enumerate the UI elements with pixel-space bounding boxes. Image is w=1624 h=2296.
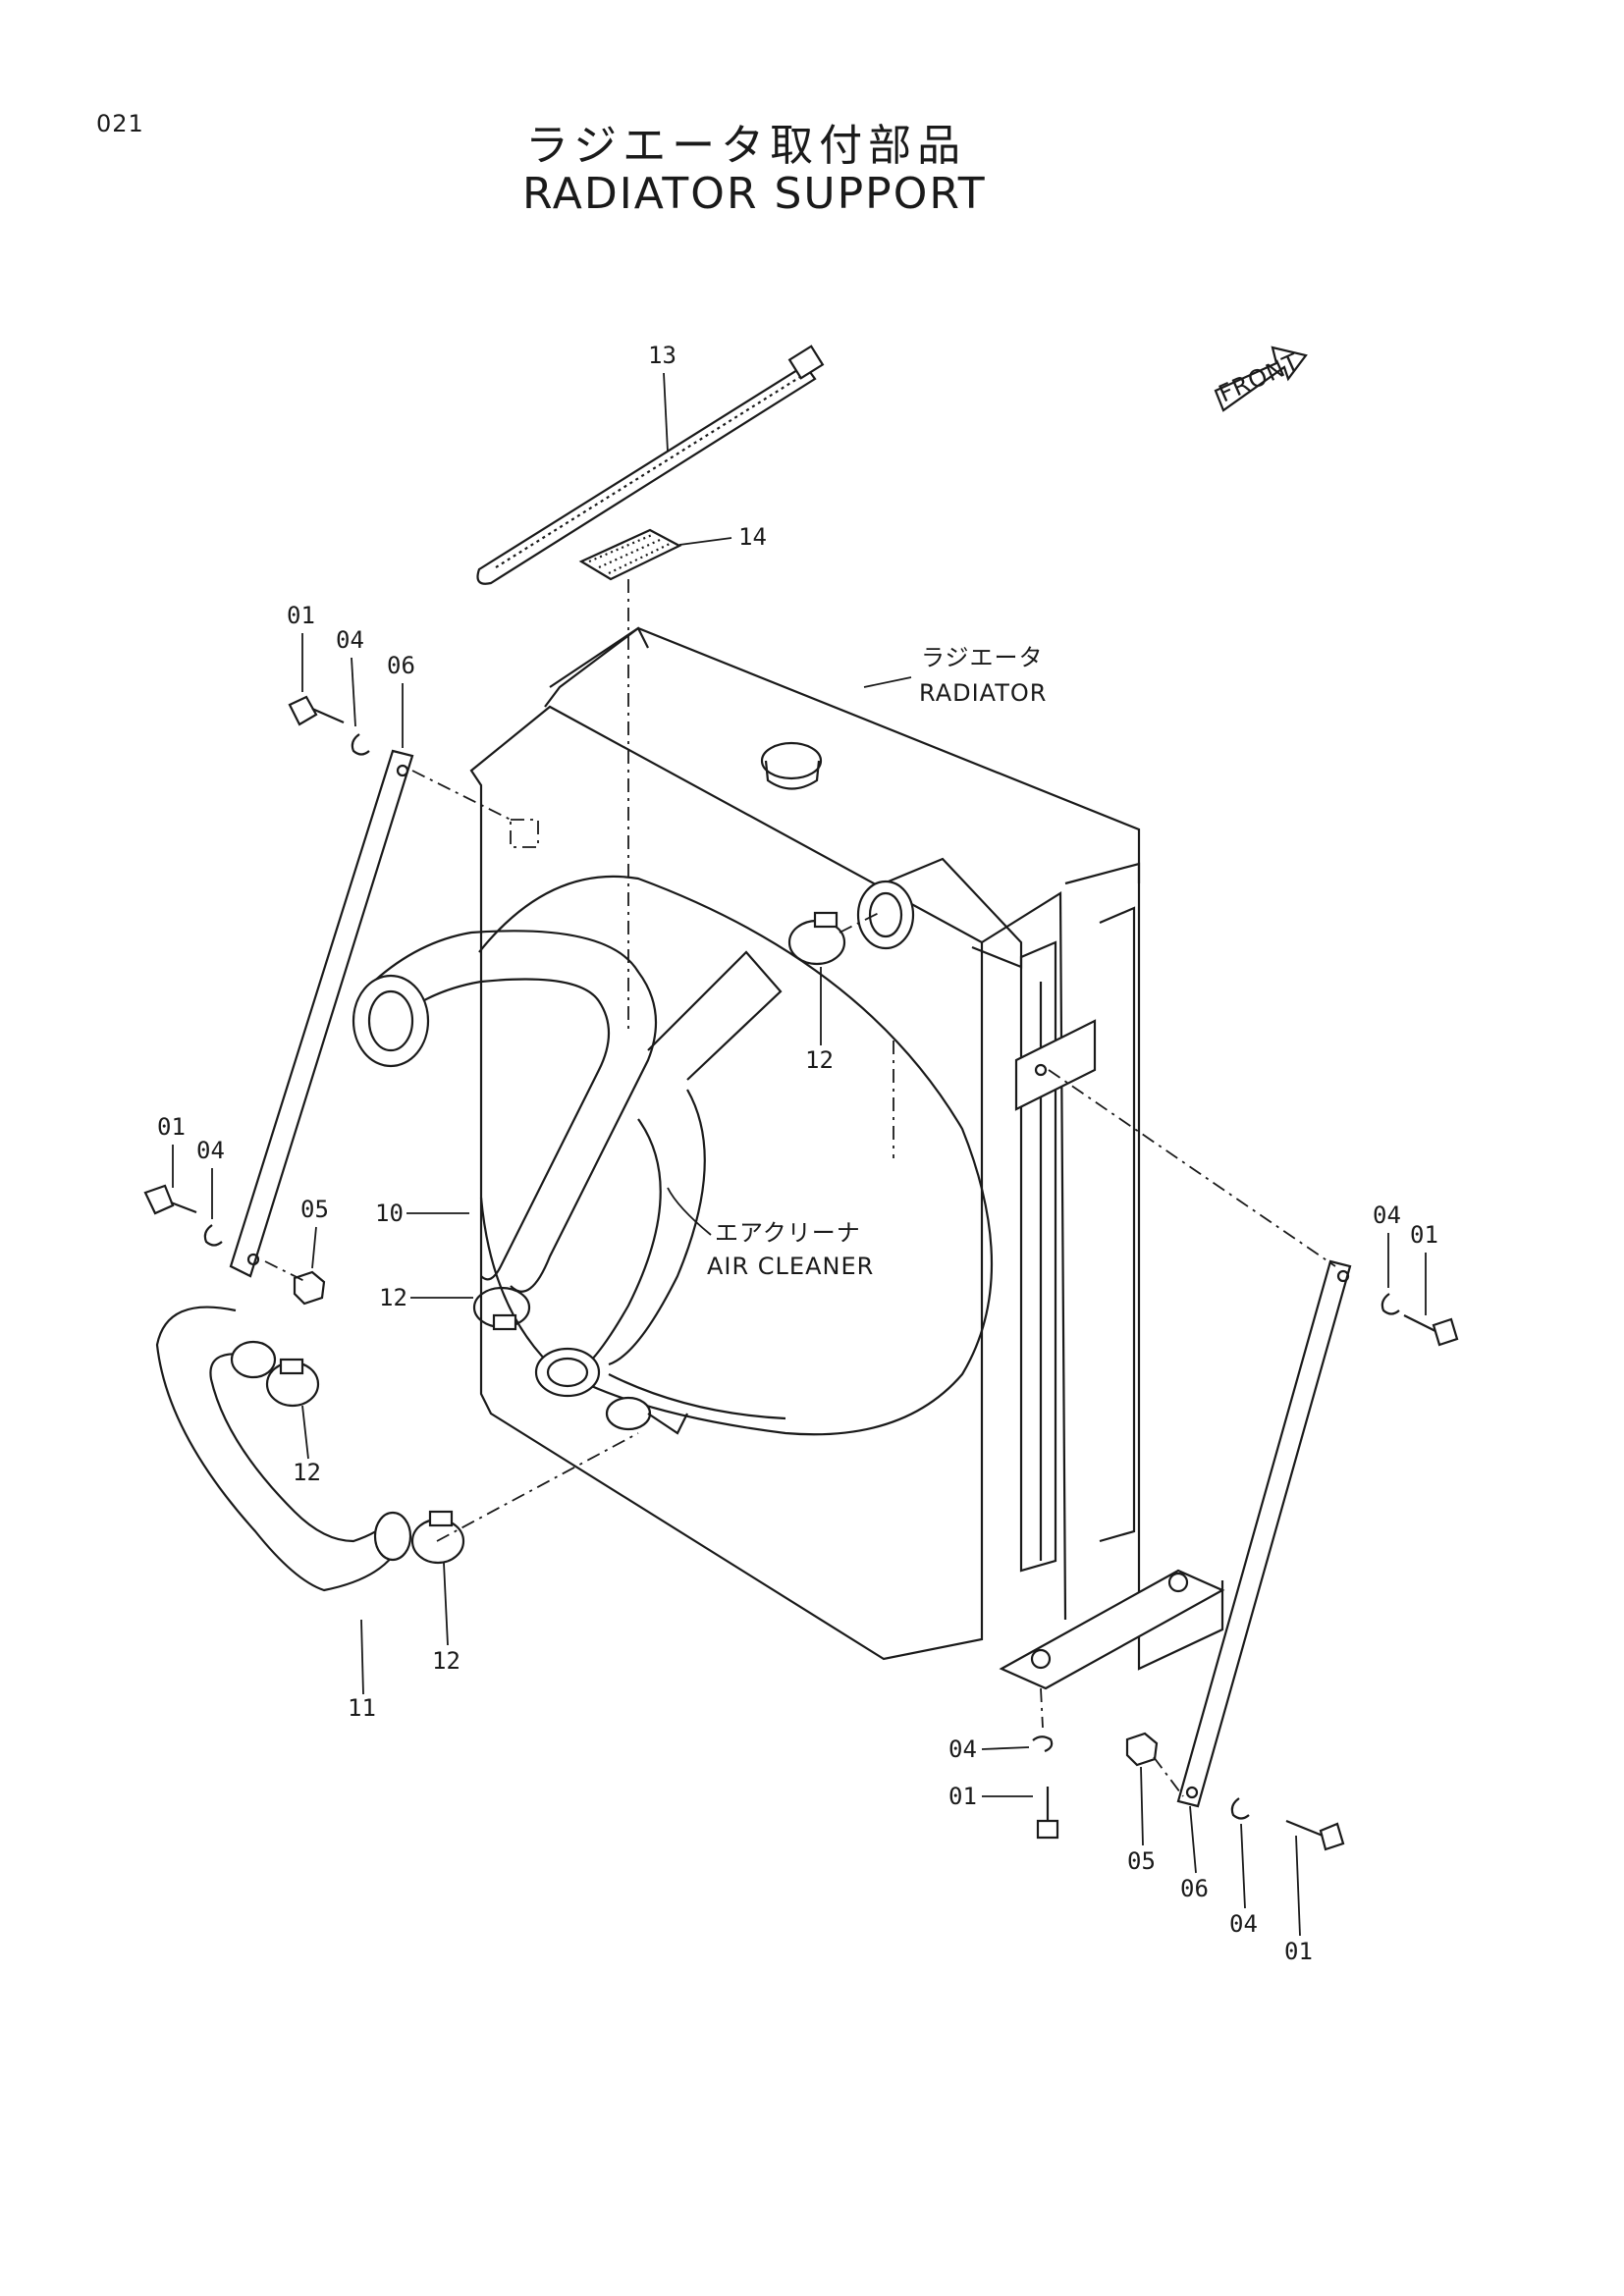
callout-01-br: 01 (1284, 1938, 1313, 1965)
front-label: FRONT (1215, 348, 1304, 408)
callout-12-mid: 12 (293, 1459, 321, 1486)
callout-label: 14 (738, 523, 767, 551)
right-support-stay (1176, 1259, 1352, 1808)
callout-01-right: 01 (1410, 1221, 1438, 1249)
washer-icon (203, 733, 1400, 1820)
callout-04-bottom: 04 (948, 1735, 977, 1763)
callout-12-lower: 12 (432, 1647, 460, 1675)
front-arrow-icon: FRONT (1214, 346, 1308, 412)
callout-05-bottom: 05 (1127, 1847, 1156, 1875)
callout-01-mid: 01 (157, 1113, 186, 1141)
left-support-stay (229, 749, 414, 1278)
title-english: RADIATOR SUPPORT (522, 169, 987, 219)
callout-12-left: 12 (379, 1284, 407, 1311)
foam-pad (578, 528, 682, 581)
radiator-label-jp: ラジエータ (921, 644, 1044, 671)
callout-04-top: 04 (336, 626, 364, 654)
callout-11: 11 (348, 1694, 376, 1722)
cable-tie (476, 345, 825, 585)
callout-12-upper: 12 (805, 1046, 834, 1074)
callout-06-top: 06 (387, 652, 415, 679)
lower-hose (155, 1306, 412, 1592)
air-cleaner-hose (352, 930, 783, 1398)
callout-01-bottom: 01 (948, 1783, 977, 1810)
callout-06-bottom: 06 (1180, 1875, 1209, 1902)
hose-clamp (265, 911, 846, 1565)
assembly-lines (264, 579, 1336, 1797)
callout-13: 13 (648, 342, 677, 453)
callout-label: 13 (648, 342, 677, 369)
nut-icon (293, 1270, 1159, 1767)
callout-14: 14 (678, 523, 767, 551)
callout-04-br: 04 (1229, 1910, 1258, 1938)
callout-10: 10 (375, 1200, 404, 1227)
radiator-label-en: RADIATOR (919, 679, 1047, 707)
air-cleaner-label-jp: エアクリーナ (715, 1219, 861, 1247)
callout-05-mid: 05 (300, 1196, 329, 1223)
page-number: 021 (96, 110, 144, 137)
air-cleaner-label-en: AIR CLEANER (707, 1253, 874, 1280)
callout-04-right: 04 (1373, 1201, 1401, 1229)
radiator (469, 626, 1225, 1690)
callout-01-top: 01 (287, 602, 315, 629)
bolt-icon (143, 695, 1459, 1851)
callout-04-mid: 04 (196, 1137, 225, 1164)
title-japanese: ラジエータ取付部品 (525, 121, 967, 171)
